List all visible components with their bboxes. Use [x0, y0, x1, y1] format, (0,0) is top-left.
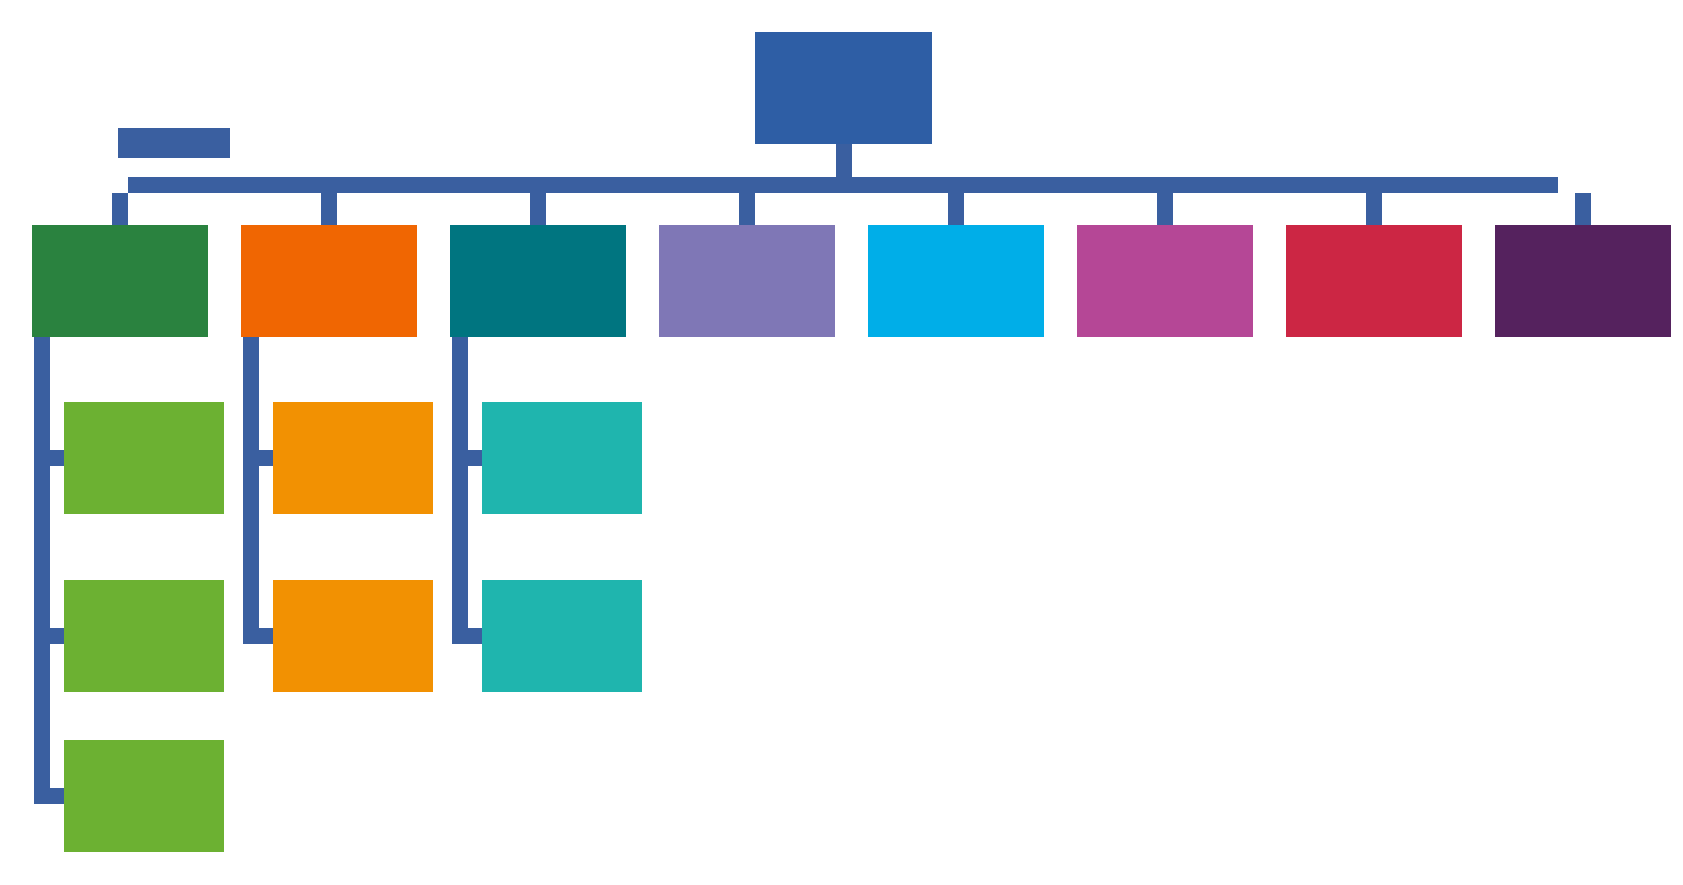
- sub-unit-box-1-3: [64, 740, 224, 852]
- root-connector: [835, 144, 852, 177]
- department-drop-6: [1157, 193, 1173, 225]
- department-box-5: [868, 225, 1044, 337]
- root-box: [755, 32, 932, 144]
- department-2-branch-2: [243, 628, 273, 644]
- department-3-spine: [452, 337, 468, 628]
- sub-unit-box-1-2: [64, 580, 224, 692]
- department-box-7: [1286, 225, 1462, 337]
- department-2-branch-1: [243, 450, 273, 466]
- sub-unit-box-1-1: [64, 402, 224, 514]
- legend: [108, 128, 230, 158]
- department-drop-8: [1575, 193, 1591, 225]
- department-box-1: [32, 225, 208, 337]
- department-box-4: [659, 225, 835, 337]
- horizontal-bus: [128, 177, 1558, 193]
- department-1-branch-3: [34, 788, 64, 804]
- department-drop-7: [1366, 193, 1382, 225]
- department-box-2: [241, 225, 417, 337]
- department-3-branch-2: [452, 628, 482, 644]
- department-2-spine: [243, 337, 259, 628]
- department-drop-2: [321, 193, 337, 225]
- department-1-branch-1: [34, 450, 64, 466]
- sub-unit-box-3-2: [482, 580, 642, 692]
- legend-swatch: [118, 128, 230, 158]
- sub-unit-box-3-1: [482, 402, 642, 514]
- department-3-branch-1: [452, 450, 482, 466]
- department-1-spine: [34, 337, 50, 794]
- department-box-8: [1495, 225, 1671, 337]
- department-box-3: [450, 225, 626, 337]
- department-drop-1: [112, 193, 128, 225]
- sub-unit-box-2-2: [273, 580, 433, 692]
- department-drop-5: [948, 193, 964, 225]
- department-box-6: [1077, 225, 1253, 337]
- sub-unit-box-2-1: [273, 402, 433, 514]
- department-drop-4: [739, 193, 755, 225]
- department-1-branch-2: [34, 628, 64, 644]
- department-drop-3: [530, 193, 546, 225]
